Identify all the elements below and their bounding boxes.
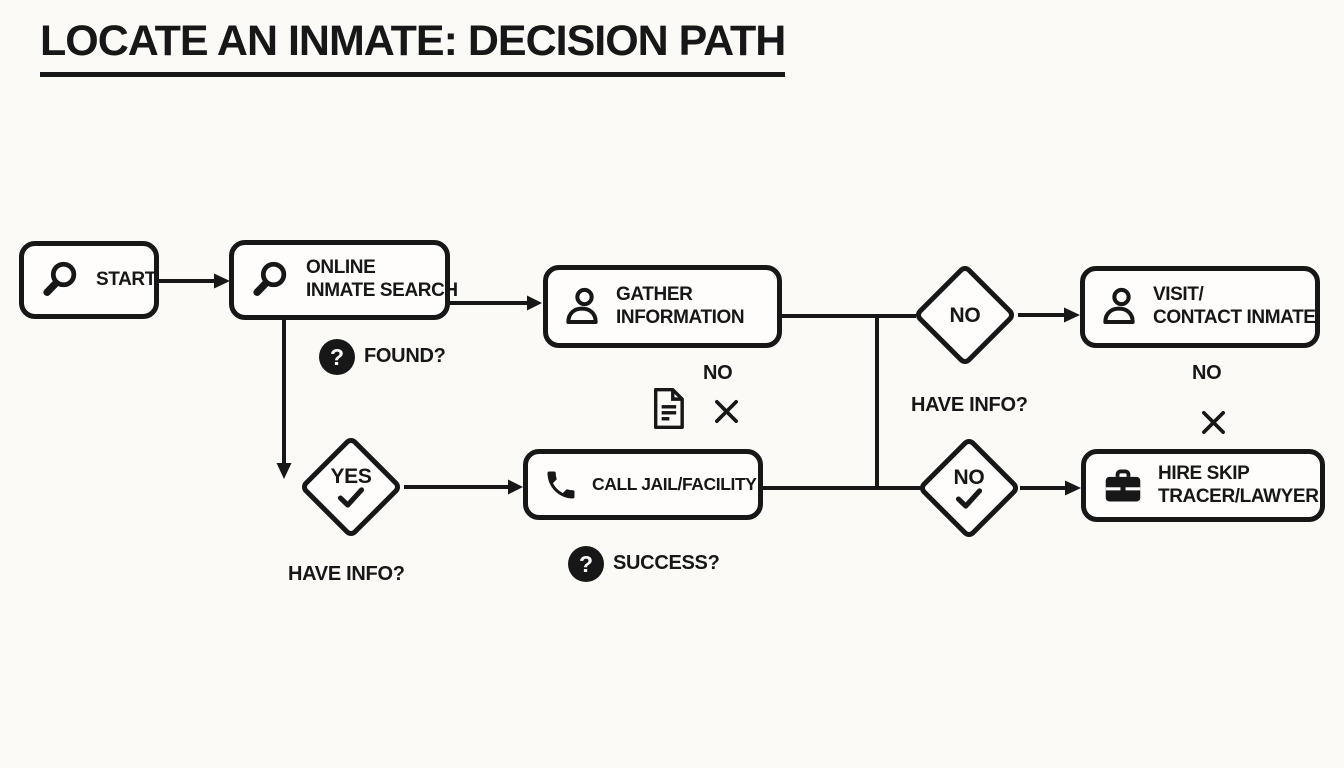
person-icon — [563, 286, 603, 328]
node-hire-skip-tracer-lawyer: HIRE SKIP TRACER/LAWYER — [1081, 449, 1325, 522]
arrowhead-online — [214, 273, 230, 289]
node-label: CALL JAIL/FACILITY — [592, 474, 757, 494]
decision-have-info-no-bottom: NO — [916, 435, 1022, 541]
node-label-line2: TRACER/LAWYER — [1158, 485, 1319, 507]
node-label: START — [96, 268, 156, 290]
node-label-line1: HIRE SKIP — [1158, 462, 1250, 484]
edge-label-no-after-visit: NO — [1192, 362, 1222, 384]
edge-label-found: FOUND? — [364, 345, 446, 367]
briefcase-icon — [1101, 466, 1145, 506]
document-icon — [648, 386, 689, 431]
magnifier-icon — [249, 258, 293, 302]
edge-label-have-info-left: HAVE INFO? — [288, 563, 405, 585]
node-label-line1: VISIT/ — [1153, 284, 1204, 306]
arrowhead-gather — [527, 295, 542, 311]
node-label-line1: ONLINE — [306, 257, 376, 279]
question-glyph: ? — [329, 343, 345, 370]
node-label-line2: INFORMATION — [616, 306, 745, 328]
question-circle-icon: ? — [319, 339, 355, 375]
page-title: LOCATE AN INMATE: DECISION PATH — [40, 17, 786, 78]
phone-icon — [543, 467, 579, 503]
arrowhead-yes-diamond — [276, 463, 292, 479]
edge-label-have-info-right: HAVE INFO? — [911, 394, 1028, 416]
arrowhead-visit — [1064, 307, 1080, 323]
decision-label: NO — [949, 303, 981, 327]
decision-label: NO — [953, 466, 985, 489]
node-label-line1: GATHER — [616, 283, 693, 305]
person-icon — [1100, 286, 1140, 328]
node-call-jail-facility: CALL JAIL/FACILITY — [523, 449, 763, 520]
cross-icon — [1199, 408, 1228, 437]
magnifier-icon — [39, 258, 83, 302]
node-label-line2: INMATE SEARCH — [306, 280, 458, 301]
cross-icon — [712, 397, 741, 426]
node-label-line2: CONTACT INMATE — [1153, 307, 1316, 328]
edge-label-success: SUCCESS? — [613, 552, 720, 574]
decision-have-info-no-top: NO — [912, 262, 1018, 368]
decision-label: YES — [330, 465, 372, 488]
decision-found-yes: YES — [298, 434, 404, 540]
edge-label-no-after-gather: NO — [703, 362, 733, 384]
node-online-inmate-search: ONLINE INMATE SEARCH — [229, 240, 458, 320]
question-glyph: ? — [578, 550, 594, 577]
arrowhead-call — [508, 479, 523, 495]
node-visit-contact-inmate: VISIT/ CONTACT INMATE — [1080, 266, 1320, 348]
node-start: START — [19, 241, 159, 319]
check-icon — [337, 487, 365, 508]
question-circle-icon: ? — [568, 546, 604, 582]
node-gather-information: GATHER INFORMATION — [543, 265, 782, 348]
arrowhead-hire — [1065, 480, 1081, 496]
check-icon — [955, 488, 983, 509]
